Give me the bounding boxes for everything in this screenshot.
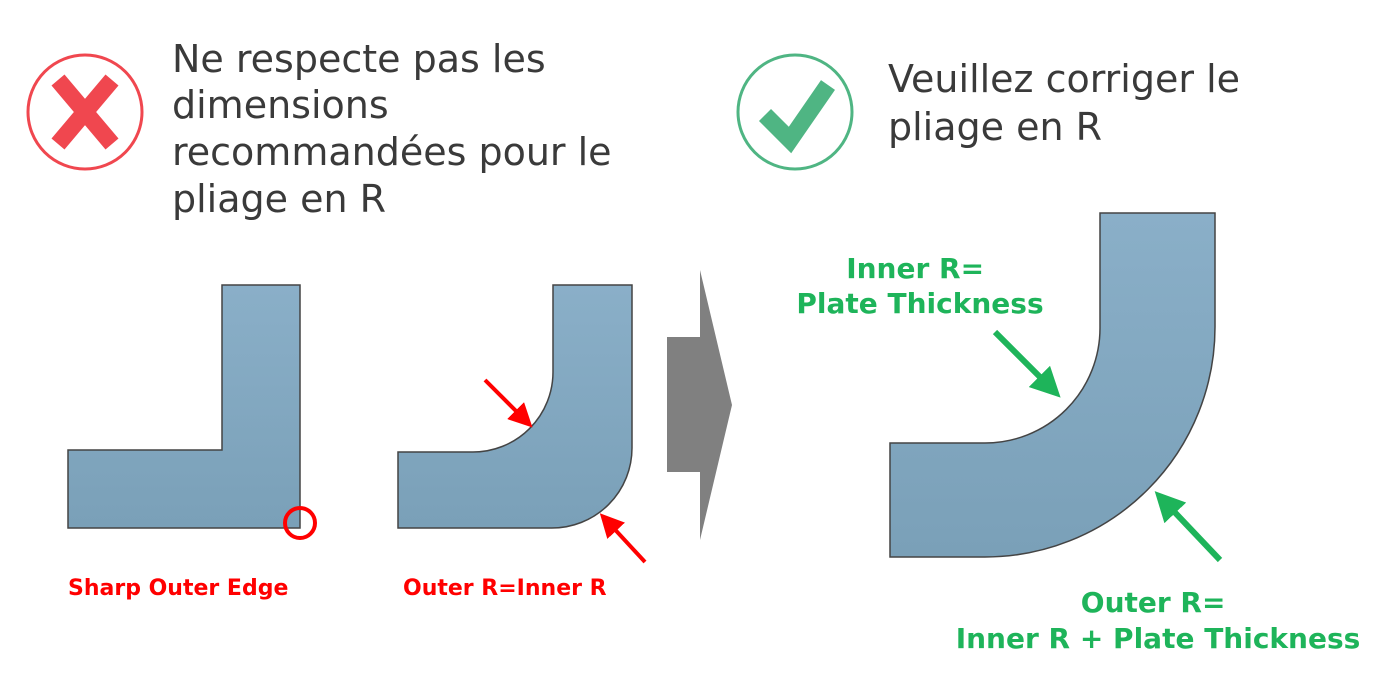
outer-r-arrow <box>1154 491 1223 563</box>
equal-radius-label: Outer R=Inner R <box>403 576 607 601</box>
inner-r-arrow <box>992 329 1061 398</box>
equal-radius-plate <box>397 284 633 529</box>
arrow-right-icon <box>667 270 732 540</box>
sharp-edge-label: Sharp Outer Edge <box>68 576 288 601</box>
check-circle-icon <box>736 53 854 171</box>
sharp-bend-plate <box>67 284 301 529</box>
x-circle-icon <box>26 53 144 171</box>
bad-heading: Ne respecte pas les dimensions recommand… <box>172 37 624 221</box>
inner-r-arrow <box>483 378 533 428</box>
inner-r-label: Inner R= Plate Thickness <box>796 252 1043 320</box>
good-heading: Veuillez corriger le pliage en R <box>888 57 1252 149</box>
sharp-edge-marker <box>283 506 317 540</box>
outer-r-label: Outer R= Inner R + Plate Thickness <box>956 586 1361 655</box>
correct-bend-plate <box>889 212 1216 558</box>
outer-r-arrow <box>599 513 647 564</box>
